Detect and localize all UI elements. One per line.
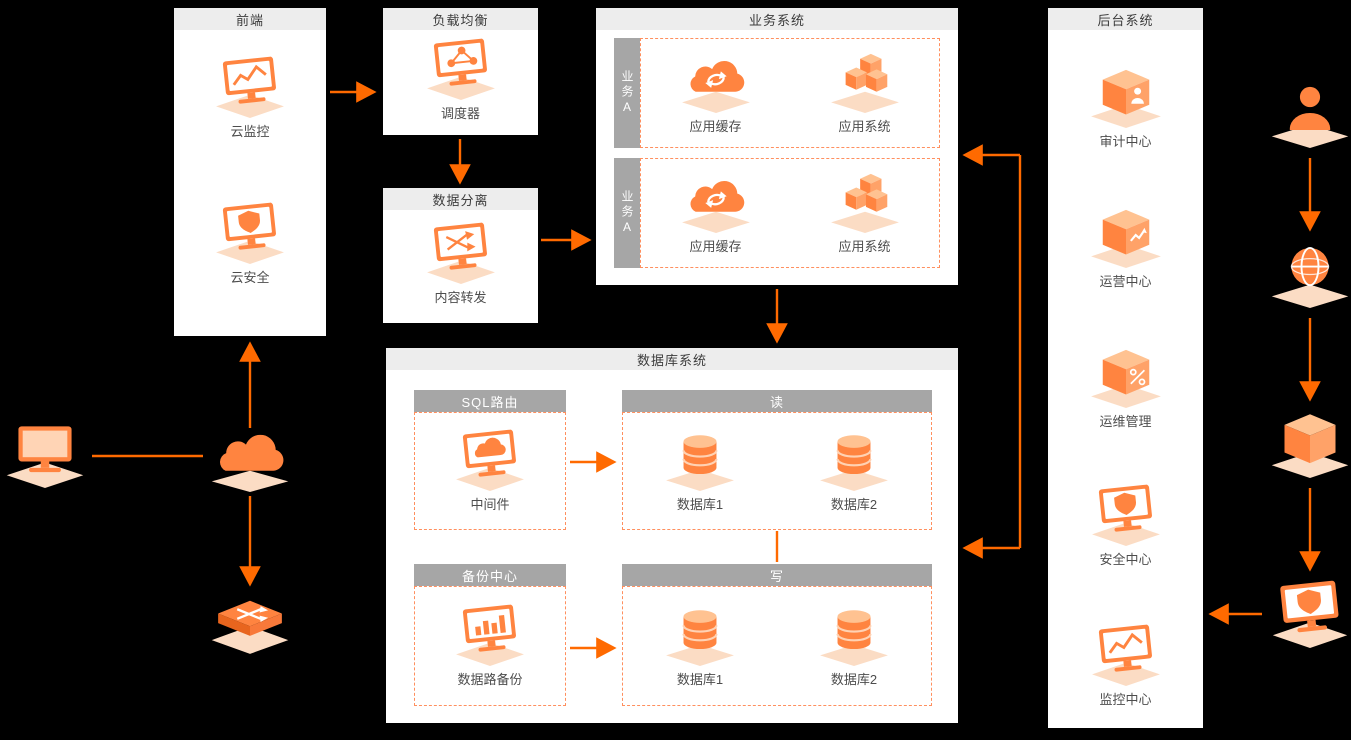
node-label: 内容转发 (434, 290, 487, 305)
node-label: 数据路备份 (457, 672, 523, 687)
node-data-backup: 数据路备份 (415, 604, 565, 688)
switch-icon (207, 588, 293, 656)
node-label: 运营中心 (1099, 274, 1152, 289)
monitor-bars-icon (451, 604, 529, 666)
monitor-shield-icon (1087, 484, 1165, 546)
panel-data-split: 数据分离 内容转发 (383, 188, 538, 323)
node-database-2: 数据库2 (777, 429, 931, 513)
node-admin-user (1267, 80, 1351, 148)
monitor-chart-icon (211, 56, 289, 118)
node-app-cache: 应用缓存 (641, 171, 790, 255)
node-label: 应用系统 (838, 239, 891, 254)
node-label: 安全中心 (1099, 552, 1152, 567)
business-row-group: 应用缓存 应用系统 (640, 158, 940, 268)
section-header-sql-route: SQL路由 (414, 390, 566, 412)
monitor-cloud-icon (451, 429, 529, 491)
panel-title-backend-system: 后台系统 (1048, 8, 1203, 30)
node-label: 运维管理 (1099, 414, 1152, 429)
business-row-tag: 业务A (614, 158, 640, 268)
cubes-icon (826, 171, 904, 233)
cloud-sync-icon (677, 171, 755, 233)
panel-title-business-system: 业务系统 (596, 8, 958, 30)
section-header-backup: 备份中心 (414, 564, 566, 586)
panel-business-system: 业务系统 业务A 应用缓存 应用系统 业务A 应用缓存 应用系统 (596, 8, 958, 285)
node-label: 云安全 (230, 270, 270, 285)
node-database-1: 数据库1 (623, 604, 777, 688)
panel-title-frontend: 前端 (174, 8, 326, 30)
node-middleware: 中间件 (415, 429, 565, 513)
business-row-tag-label: 业务A (620, 69, 634, 117)
section-header-write: 写 (622, 564, 932, 586)
monitor-chart-icon (1087, 624, 1165, 686)
monitor-shield-icon (211, 202, 289, 264)
panel-title-database-system: 数据库系统 (386, 348, 958, 370)
panel-frontend: 前端 云监控 云安全 (174, 8, 326, 336)
panel-title-data-split: 数据分离 (383, 188, 538, 210)
node-app-system: 应用系统 (790, 51, 939, 135)
node-label: 审计中心 (1099, 134, 1152, 149)
node-label: 应用缓存 (689, 239, 742, 254)
node-ops-management: 运维管理 (1048, 346, 1203, 430)
node-label: 应用系统 (838, 119, 891, 134)
box-icon (1267, 410, 1351, 478)
node-label: 云监控 (230, 124, 270, 139)
node-internet-globe (1267, 240, 1351, 308)
cloud-sync-icon (677, 51, 755, 113)
node-app-system: 应用系统 (790, 171, 939, 255)
section-header-read: 读 (622, 390, 932, 412)
database-icon (661, 429, 739, 491)
box-chart-icon (1087, 206, 1165, 268)
node-security-shield (1267, 580, 1351, 648)
node-content-forward: 内容转发 (383, 222, 538, 306)
database-icon (661, 604, 739, 666)
node-label: 数据库2 (830, 672, 878, 687)
sql-route-group: 中间件 (414, 412, 566, 530)
node-resource-box (1267, 410, 1351, 478)
cloud-icon (207, 424, 293, 492)
box-percent-icon (1087, 346, 1165, 408)
node-app-cache: 应用缓存 (641, 51, 790, 135)
monitor-split-icon (422, 222, 500, 284)
node-cloud-monitor: 云监控 (174, 56, 326, 140)
node-security-center: 安全中心 (1048, 484, 1203, 568)
write-group: 数据库1 数据库2 (622, 586, 932, 706)
user-icon (1267, 80, 1351, 148)
node-monitor-center: 监控中心 (1048, 624, 1203, 708)
panel-load-balancer: 负载均衡 调度器 (383, 8, 538, 135)
node-label: 监控中心 (1099, 692, 1152, 707)
node-label: 数据库1 (676, 497, 724, 512)
panel-title-load-balancer: 负载均衡 (383, 8, 538, 30)
node-cloud-security: 云安全 (174, 202, 326, 286)
panel-database-system: 数据库系统 SQL路由 中间件 读 数据库1 数据库2 备份中心 数据路备份 (386, 348, 958, 723)
monitor-nodes-icon (422, 38, 500, 100)
pc-icon (2, 420, 88, 488)
node-client-pc (2, 420, 88, 488)
box-user-icon (1087, 66, 1165, 128)
node-database-1: 数据库1 (623, 429, 777, 513)
read-group: 数据库1 数据库2 (622, 412, 932, 530)
business-row-tag-label: 业务A (620, 189, 634, 237)
panel-backend-system: 后台系统 审计中心 运营中心 运维管理 安全中心 监控中心 (1048, 8, 1203, 728)
node-operation-center: 运营中心 (1048, 206, 1203, 290)
business-row-tag: 业务A (614, 38, 640, 148)
database-icon (815, 604, 893, 666)
business-row-group: 应用缓存 应用系统 (640, 38, 940, 148)
cubes-icon (826, 51, 904, 113)
node-database-2: 数据库2 (777, 604, 931, 688)
backup-group: 数据路备份 (414, 586, 566, 706)
node-label: 中间件 (470, 497, 510, 512)
node-scheduler: 调度器 (383, 38, 538, 122)
monitor-shield-icon (1267, 580, 1351, 648)
node-label: 数据库2 (830, 497, 878, 512)
node-label: 调度器 (440, 106, 480, 121)
node-audit-center: 审计中心 (1048, 66, 1203, 150)
node-switch (207, 588, 293, 656)
node-label: 数据库1 (676, 672, 724, 687)
node-label: 应用缓存 (689, 119, 742, 134)
globe-icon (1267, 240, 1351, 308)
database-icon (815, 429, 893, 491)
node-internet-cloud (207, 424, 293, 492)
